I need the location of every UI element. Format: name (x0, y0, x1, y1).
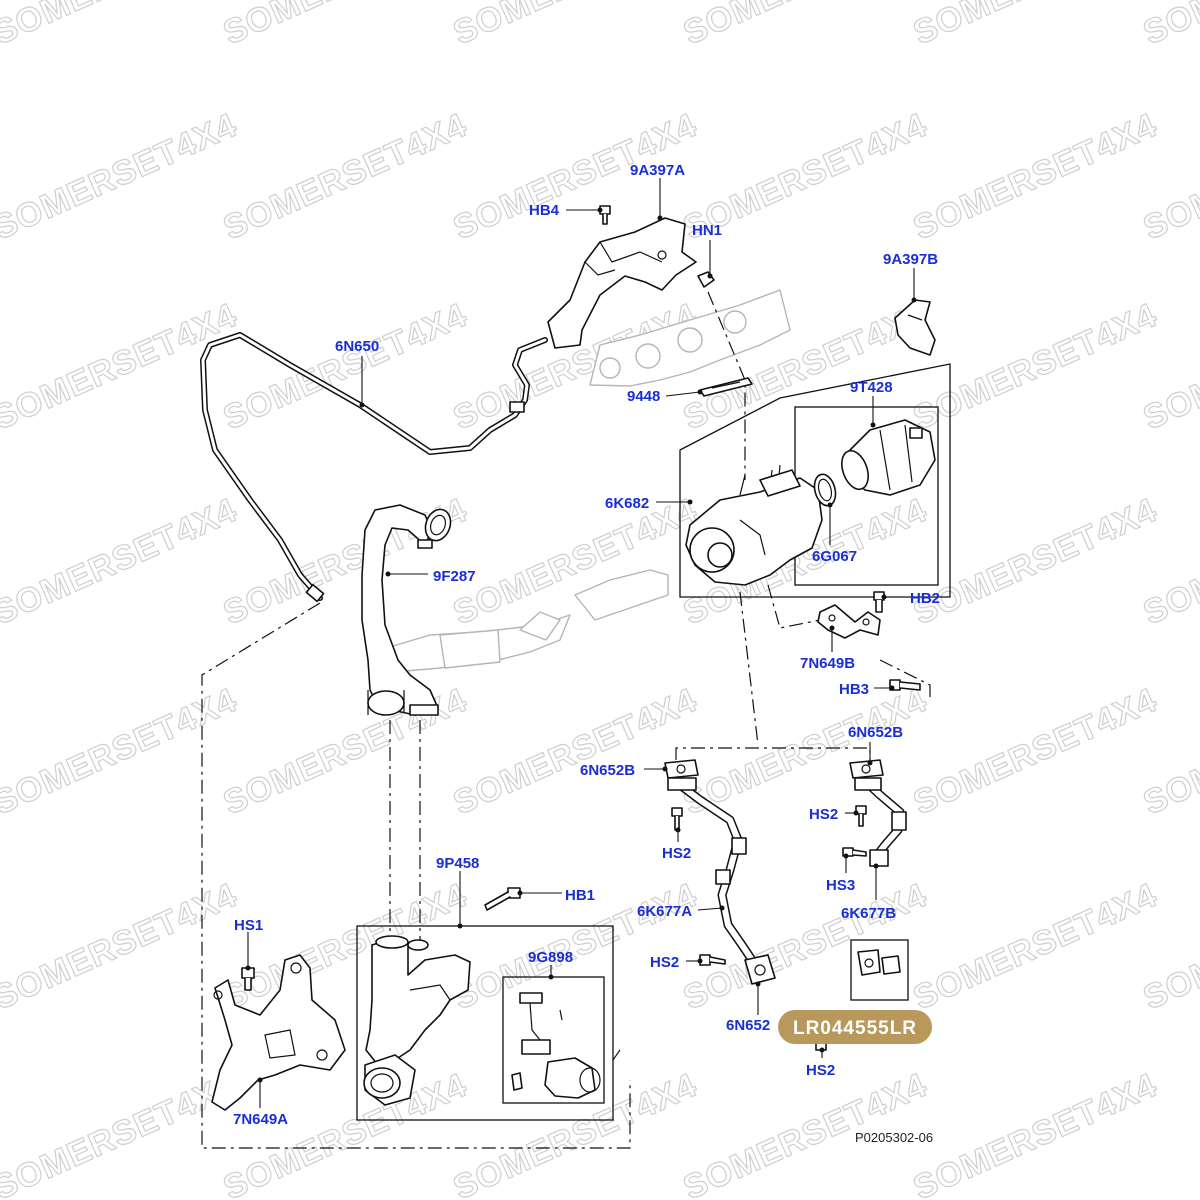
label-9f287: 9F287 (433, 568, 476, 585)
label-hb1: HB1 (565, 887, 595, 904)
label-9a397a: 9A397A (630, 162, 685, 179)
watermark: SOMERSET4X4 (908, 0, 1163, 52)
part-labels: 9A397A HB4 HN1 9A397B 6N650 9448 9T428 6… (233, 162, 940, 1128)
part-oil-pipe-6n650 (200, 332, 548, 603)
watermark: SOMERSET4X4 (0, 1066, 243, 1200)
part-gasket-9448 (699, 377, 753, 397)
part-bracket-7n649b (817, 604, 881, 639)
watermark: SOMERSET4X4 (218, 106, 473, 247)
part-actuator-9g898 (511, 992, 601, 1099)
watermark: SOMERSET4X4 (678, 0, 933, 52)
watermark: SOMERSET4X4 (908, 681, 1163, 822)
part-gasket-6n652 (744, 949, 901, 985)
watermark: SOMERSET4X4 (908, 1066, 1163, 1200)
label-6k677b: 6K677B (841, 905, 896, 922)
bolt-hb1 (484, 887, 521, 911)
part-bracket-7n649a (211, 954, 346, 1111)
ghost-downpipe (379, 569, 669, 673)
ghost-exhaust-manifold (589, 289, 791, 387)
label-6n652: 6N652 (726, 1017, 770, 1034)
label-hs3: HS3 (826, 877, 855, 894)
part-egr-valve-9p458 (363, 935, 471, 1106)
label-6k682: 6K682 (605, 495, 649, 512)
watermark: SOMERSET4X4 (0, 0, 243, 52)
label-hs2-b: HS2 (809, 806, 838, 823)
watermark: SOMERSET4X4 (218, 0, 473, 52)
part-pipe-6k677a (667, 777, 757, 965)
part-outlet-9t428 (841, 419, 936, 496)
badge-text: LR044555LR (793, 1018, 917, 1039)
label-hs1: HS1 (234, 917, 263, 934)
watermark: SOMERSET4X4 (218, 296, 473, 437)
label-hb3: HB3 (839, 681, 869, 698)
watermark: SOMERSET4X4 (908, 491, 1163, 632)
part-turbocharger-6k682 (685, 464, 823, 586)
label-6n650: 6N650 (335, 338, 379, 355)
leader-lines (245, 178, 917, 1108)
watermark: SOMERSET4X4 (908, 876, 1163, 1017)
label-9448: 9448 (627, 388, 660, 405)
label-hn1: HN1 (692, 222, 722, 239)
label-6k677a: 6K677A (637, 903, 692, 920)
label-6n652b-top: 6N652B (848, 724, 903, 741)
label-6g067: 6G067 (812, 548, 857, 565)
watermark: SOMERSET4X4 (218, 1066, 473, 1200)
part-pipe-6k677b (854, 777, 907, 867)
label-hb2: HB2 (910, 590, 940, 607)
watermark: SOMERSET4X4 (0, 491, 243, 632)
label-9a397b: 9A397B (883, 251, 938, 268)
part-gasket-6n652b-right (849, 759, 884, 779)
watermark: SOMERSET4X4 (0, 876, 243, 1017)
label-6n652b-left: 6N652B (580, 762, 635, 779)
watermark: SOMERSET4X4 (0, 681, 243, 822)
bolt-hs2-a (671, 807, 683, 831)
watermark: SOMERSET4X4 (908, 106, 1163, 247)
part-number-badge: LR044555LR (778, 1010, 932, 1044)
assembly-centre-lines (201, 291, 931, 1149)
watermark: SOMERSET4X4 (678, 681, 933, 822)
label-hb4: HB4 (529, 202, 560, 219)
part-heat-shield-9a397a (547, 217, 697, 349)
part-intake-hose-9f287 (361, 504, 452, 716)
part-shield-9a397b (894, 299, 936, 356)
watermark: SOMERSET4X4 (0, 106, 243, 247)
label-hs2-d: HS2 (806, 1062, 835, 1079)
bolt-hs2-b (855, 805, 867, 827)
reference-code: P0205302-06 (855, 1130, 933, 1145)
watermark: SOMERSET4X4 (908, 296, 1163, 437)
bolt-hs2-c (699, 954, 726, 966)
bolt-hb3 (889, 679, 921, 691)
label-7n649b: 7N649B (800, 655, 855, 672)
watermark: SOMERSET4X4 (448, 491, 703, 632)
watermark: SOMERSET4X4 (448, 0, 703, 52)
label-hs2-a: HS2 (662, 845, 691, 862)
label-9t428: 9T428 (850, 379, 893, 396)
label-9g898: 9G898 (528, 949, 573, 966)
watermark: SOMERSET4X4 (1138, 0, 1200, 52)
part-gasket-6n652b-left (664, 759, 699, 779)
watermark: SOMERSET4X4 (678, 876, 933, 1017)
label-9p458: 9P458 (436, 855, 479, 872)
label-hs2-c: HS2 (650, 954, 679, 971)
label-7n649a: 7N649A (233, 1111, 288, 1128)
watermark: SOMERSET4X4 (448, 681, 703, 822)
